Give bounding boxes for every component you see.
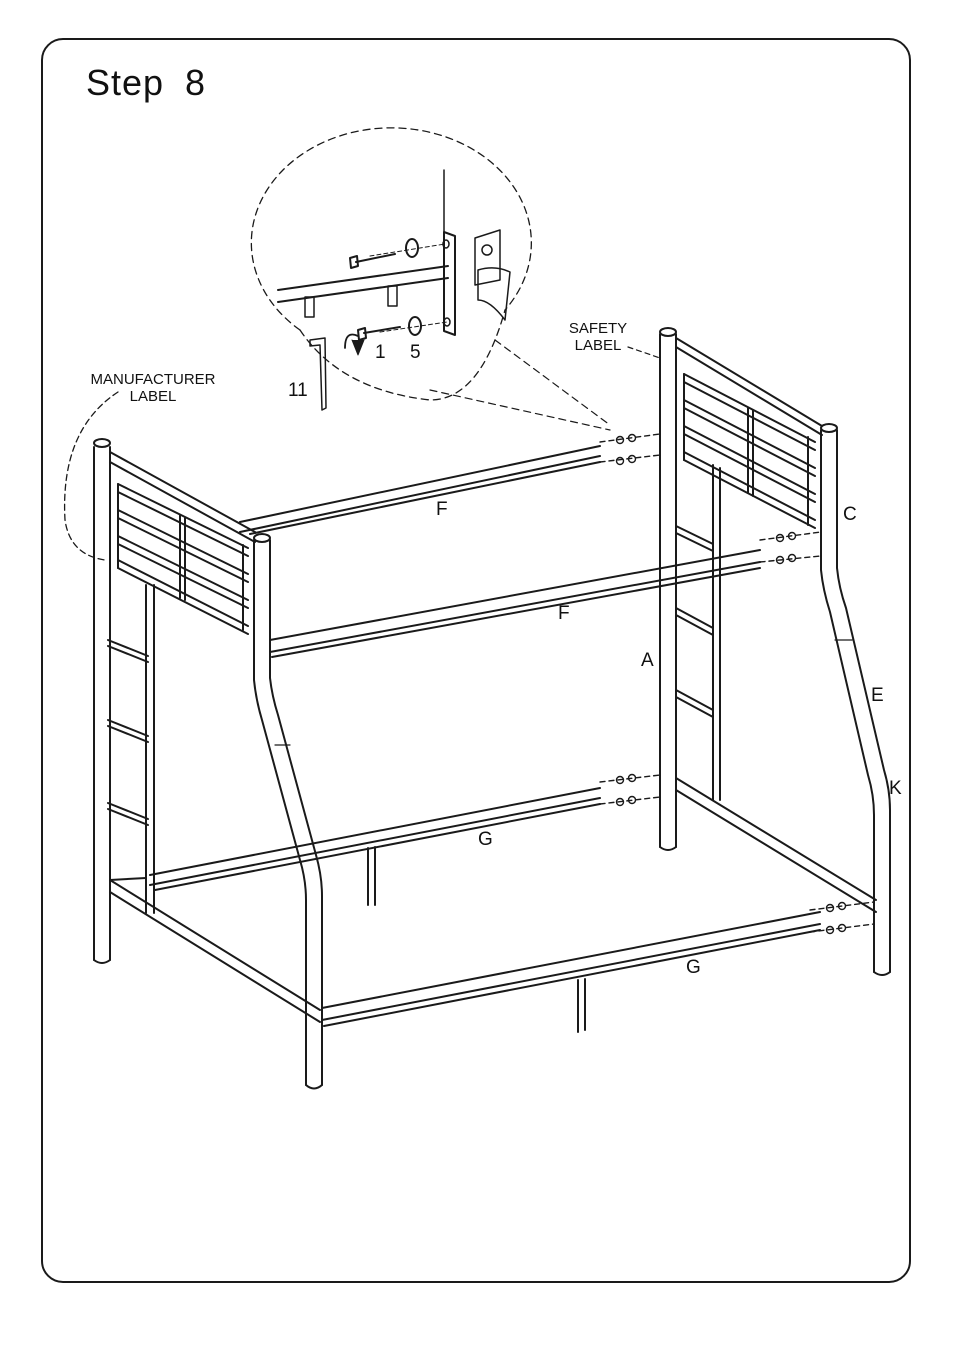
allen-wrench-icon — [310, 338, 326, 410]
manufacturer-label-line-1: MANUFACTURER — [78, 371, 228, 388]
part-label-e: E — [871, 686, 884, 705]
bolt-part-number: 1 — [375, 343, 386, 362]
wrench-part-number: 11 — [288, 381, 308, 400]
washer-part-number: 5 — [410, 343, 421, 362]
right-end-frame — [660, 328, 876, 912]
part-label-f-front: F — [558, 604, 570, 623]
part-label-g-front: G — [686, 958, 701, 977]
rail-f-front — [270, 550, 760, 657]
part-label-k: K — [889, 779, 902, 798]
rail-g-back — [150, 788, 600, 905]
part-label-c: C — [843, 505, 857, 524]
rail-g-front — [322, 912, 820, 1032]
part-label-f-back: F — [436, 500, 448, 519]
safety-label-line-1: SAFETY — [562, 320, 634, 337]
rail-f-back — [240, 446, 600, 534]
safety-label-callout: SAFETY LABEL — [562, 320, 634, 355]
part-label-g-back: G — [478, 830, 493, 849]
bolt-lower — [358, 327, 400, 340]
safety-label-line-2: LABEL — [562, 337, 634, 354]
part-label-a: A — [641, 651, 654, 670]
manufacturer-label-line-2: LABEL — [78, 388, 228, 405]
manufacturer-label-callout: MANUFACTURER LABEL — [78, 371, 228, 406]
